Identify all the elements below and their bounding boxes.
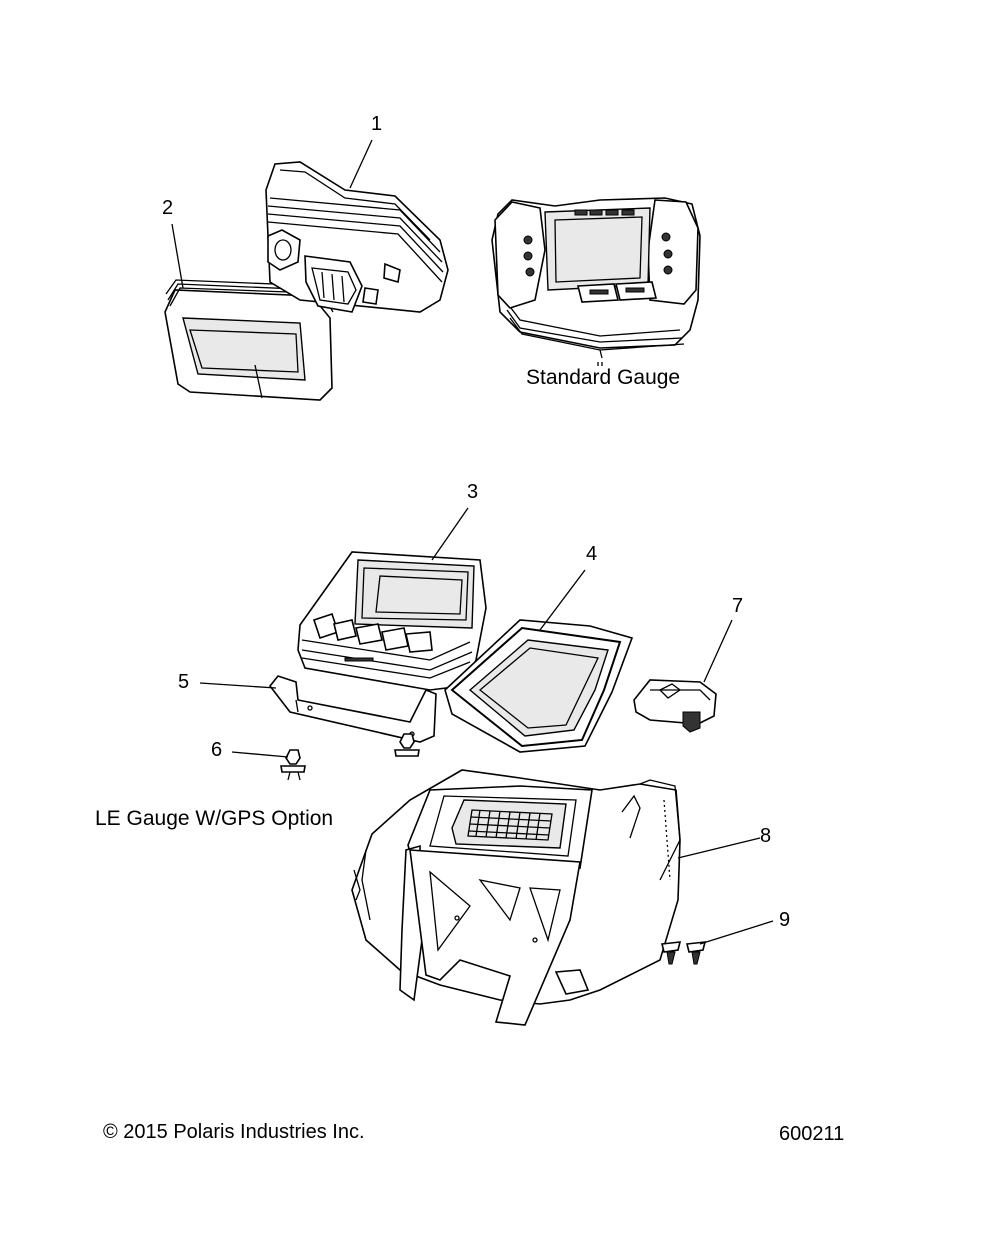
part-7-gps-module xyxy=(633,679,717,733)
callout-7: 7 xyxy=(732,595,743,617)
standard-gauge-caption: Standard Gauge xyxy=(526,366,680,389)
callout-2: 2 xyxy=(162,197,173,219)
part-8-mount-pod xyxy=(351,769,681,1026)
part-3-le-gauge xyxy=(297,551,487,691)
part-1-gauge-housing xyxy=(265,161,449,313)
part-4-seal-frame xyxy=(444,619,634,753)
leader-lines xyxy=(171,139,774,945)
callout-9: 9 xyxy=(779,909,790,931)
copyright-text: © 2015 Polaris Industries Inc. xyxy=(103,1121,365,1143)
part-9-push-rivets xyxy=(661,941,707,965)
callout-3: 3 xyxy=(467,481,478,503)
callout-4: 4 xyxy=(586,543,597,565)
standard-gauge-illustration xyxy=(491,197,701,366)
callout-8: 8 xyxy=(760,825,771,847)
figure-number: 600211 xyxy=(779,1123,844,1145)
part-6-fastener xyxy=(280,733,420,781)
part-2-bezel-gasket xyxy=(164,279,336,401)
callout-1: 1 xyxy=(371,113,382,135)
le-gauge-caption: LE Gauge W/GPS Option xyxy=(95,807,333,830)
callout-6: 6 xyxy=(211,739,222,761)
callout-5: 5 xyxy=(178,671,189,693)
gps-grid xyxy=(467,809,553,841)
